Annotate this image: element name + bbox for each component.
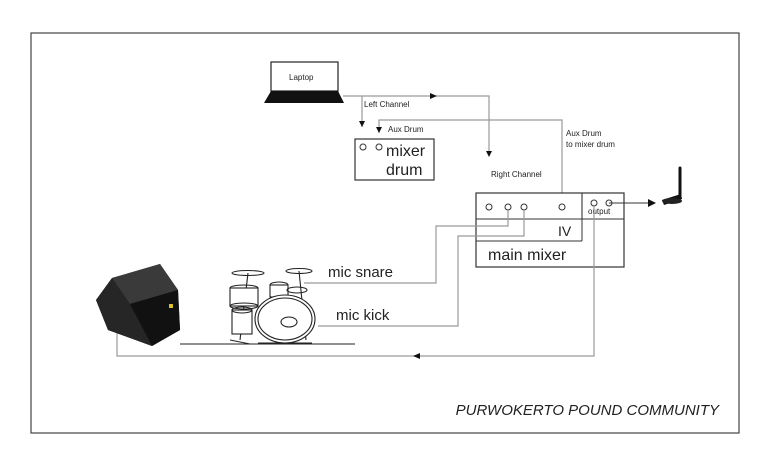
aux-drum-label: Aux Drum	[388, 125, 424, 134]
main-mixer-input-jack-3	[520, 203, 528, 211]
aux-drum-to-mixer-label-line2: to mixer drum	[566, 140, 615, 149]
drum-kit-icon	[180, 267, 355, 345]
mic-snare-wire	[304, 210, 509, 284]
output-to-transmitter-wire	[609, 199, 656, 207]
mixer-drum-box: mixer drum	[354, 138, 435, 181]
mic-kick-wire	[318, 210, 525, 327]
laptop-label: Laptop	[289, 73, 314, 82]
mixer-drum-label-line2: drum	[386, 162, 422, 179]
aux-drum-wire	[376, 119, 563, 202]
stage-monitor-speaker-icon	[96, 264, 180, 346]
footer-credit: PURWOKERTO POUND COMMUNITY	[456, 402, 720, 419]
laptop-icon: Laptop	[264, 61, 344, 103]
diagram-frame	[30, 32, 740, 434]
main-mixer-roman-label: IV	[558, 223, 572, 239]
mic-snare-label: mic snare	[328, 264, 393, 281]
main-mixer-aux-jack	[558, 203, 566, 211]
main-mixer-output-jack-1	[590, 199, 598, 207]
main-mixer-label: main mixer	[488, 247, 567, 264]
laptop-output-wires	[343, 93, 492, 157]
wireless-transmitter-icon	[662, 166, 682, 205]
mixer-drum-input-jack-1	[359, 143, 367, 151]
mixer-drum-label-line1: mixer	[386, 143, 426, 160]
main-mixer-output-label: output	[588, 207, 611, 216]
main-mixer-input-jack-1	[485, 203, 493, 211]
main-mixer-box: output IV main mixer	[475, 192, 625, 268]
mic-kick-label: mic kick	[336, 307, 390, 324]
right-channel-label: Right Channel	[491, 170, 542, 179]
aux-drum-to-mixer-label-line1: Aux Drum	[566, 129, 602, 138]
left-channel-label: Left Channel	[364, 100, 410, 109]
main-mixer-input-jack-2	[504, 203, 512, 211]
monitor-return-wire	[116, 206, 595, 359]
mixer-drum-input-jack-2	[375, 143, 383, 151]
